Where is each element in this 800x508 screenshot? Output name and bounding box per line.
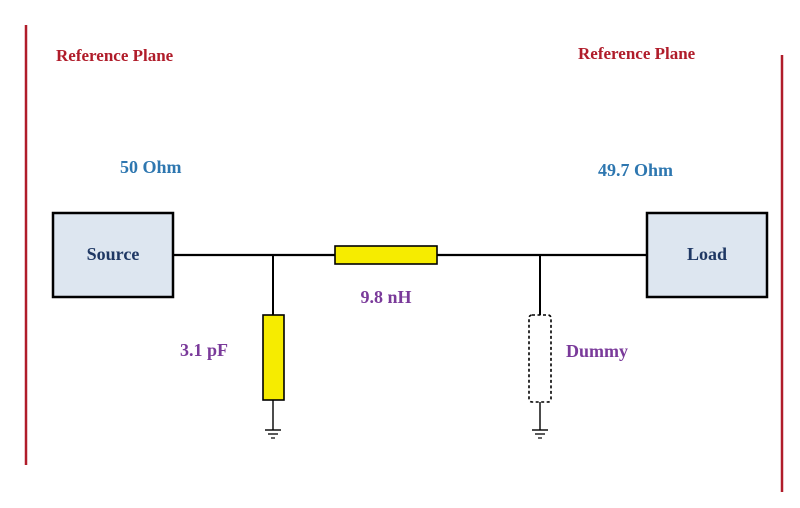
dummy-label: Dummy [566,341,628,361]
dummy-ground-icon [532,429,548,439]
source-block-label: Source [87,244,140,264]
dummy-component [528,314,552,403]
series-inductor-label: 9.8 nH [360,287,411,307]
source-block [51,211,175,299]
load-block [645,211,769,299]
left-reference-plane-label: Reference Plane [56,46,174,65]
capacitor-ground-icon [265,429,281,439]
shunt-capacitor [262,314,285,401]
right-reference-plane-label: Reference Plane [578,44,696,63]
load-block-label: Load [687,244,727,264]
source-impedance-label: 50 Ohm [120,157,182,177]
series-inductor [334,245,438,265]
shunt-capacitor-label: 3.1 pF [180,340,228,360]
load-impedance-label: 49.7 Ohm [598,160,673,180]
